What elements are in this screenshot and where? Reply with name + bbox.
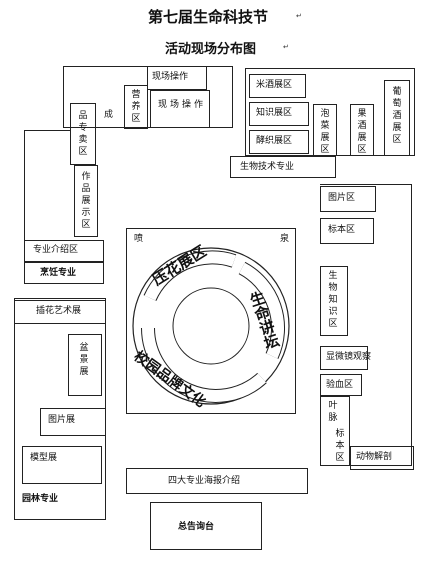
grape-wine-label: 葡萄酒展区 — [392, 87, 402, 145]
products-box — [70, 103, 96, 165]
blood-test-box — [320, 374, 362, 396]
leaf-specimen-label: 标本区 — [335, 429, 345, 463]
specimen-label: 标本区 — [328, 225, 356, 235]
page-title: 第七届生命科技节 — [148, 8, 269, 26]
fruit-wine-box — [350, 104, 374, 156]
microscope-box — [320, 346, 368, 370]
page-subtitle: 活动现场分布图 — [165, 42, 257, 57]
products-label: 品专卖区 — [78, 111, 88, 157]
rice-wine-label: 米酒展区 — [256, 80, 293, 90]
works-box — [74, 165, 98, 237]
rice-wine-box — [249, 74, 306, 98]
fountain-left-label: 喷 — [134, 234, 144, 244]
specimen-box — [320, 218, 374, 244]
onsite-op-box-1 — [147, 66, 207, 90]
fountain-ring — [132, 247, 290, 405]
fruit-wine-label: 果酒展区 — [357, 109, 367, 155]
leaf-specimen-box — [320, 396, 350, 466]
onsite-op-box-2 — [150, 90, 210, 128]
microscope-label: 显微镜观察 — [326, 352, 372, 362]
biotech-major-box — [230, 156, 336, 178]
knowledge-box — [249, 102, 309, 126]
consult-desk-box — [150, 502, 262, 550]
bonsai-box — [68, 334, 102, 396]
model-box — [22, 446, 102, 484]
center-plaza — [126, 228, 296, 414]
knowledge-label: 知识展区 — [256, 108, 293, 118]
picture-show-label: 图片展 — [48, 415, 76, 425]
biotech-major-label: 生物技术专业 — [240, 162, 295, 172]
cheng-label: 成 — [104, 110, 114, 120]
return-mark: ↵ — [296, 12, 302, 20]
major-intro-label: 专业介绍区 — [33, 245, 79, 255]
cooking-major-box — [24, 262, 104, 284]
fountain-right-label: 泉 — [280, 234, 290, 244]
return-mark: ↵ — [283, 43, 289, 51]
nutrition-box — [124, 85, 148, 129]
model-label: 模型展 — [30, 453, 58, 463]
fermentation-label: 酵织展区 — [256, 136, 293, 146]
pictures-label: 图片区 — [328, 193, 356, 203]
fermentation-box — [249, 130, 309, 154]
pickles-label: 泡菜展区 — [320, 109, 330, 155]
flower-art-box — [14, 300, 106, 324]
pictures-box — [320, 186, 376, 212]
bio-knowledge-box — [320, 266, 348, 336]
garden-major-label: 园林专业 — [22, 494, 59, 504]
right-mid-outer — [320, 184, 412, 466]
four-majors-label: 四大专业海报介绍 — [168, 476, 241, 486]
bio-knowledge-label: 生物知识区 — [328, 271, 338, 329]
cooking-left-border — [24, 130, 70, 240]
nutrition-label: 营养区 — [131, 90, 141, 124]
major-intro-box — [24, 240, 104, 262]
flower-art-label: 插花艺术展 — [36, 306, 82, 316]
grape-wine-box — [384, 80, 410, 156]
dissection-box — [350, 446, 414, 470]
bonsai-label: 盆景展 — [79, 343, 89, 377]
pickles-box — [313, 104, 337, 156]
onsite-op-label-2: 现场操作 — [158, 100, 207, 110]
blood-test-label: 验血区 — [326, 380, 354, 390]
four-majors-box — [126, 468, 308, 494]
works-label: 作品展示区 — [81, 172, 91, 230]
consult-desk-label: 总告询台 — [178, 522, 215, 532]
cooking-major-label: 烹饪专业 — [40, 268, 77, 278]
leaf-label: 叶脉 — [328, 401, 338, 423]
picture-show-box — [40, 408, 106, 436]
dissection-label: 动物解剖 — [356, 452, 393, 462]
onsite-op-label-1: 现场操作 — [152, 72, 189, 82]
